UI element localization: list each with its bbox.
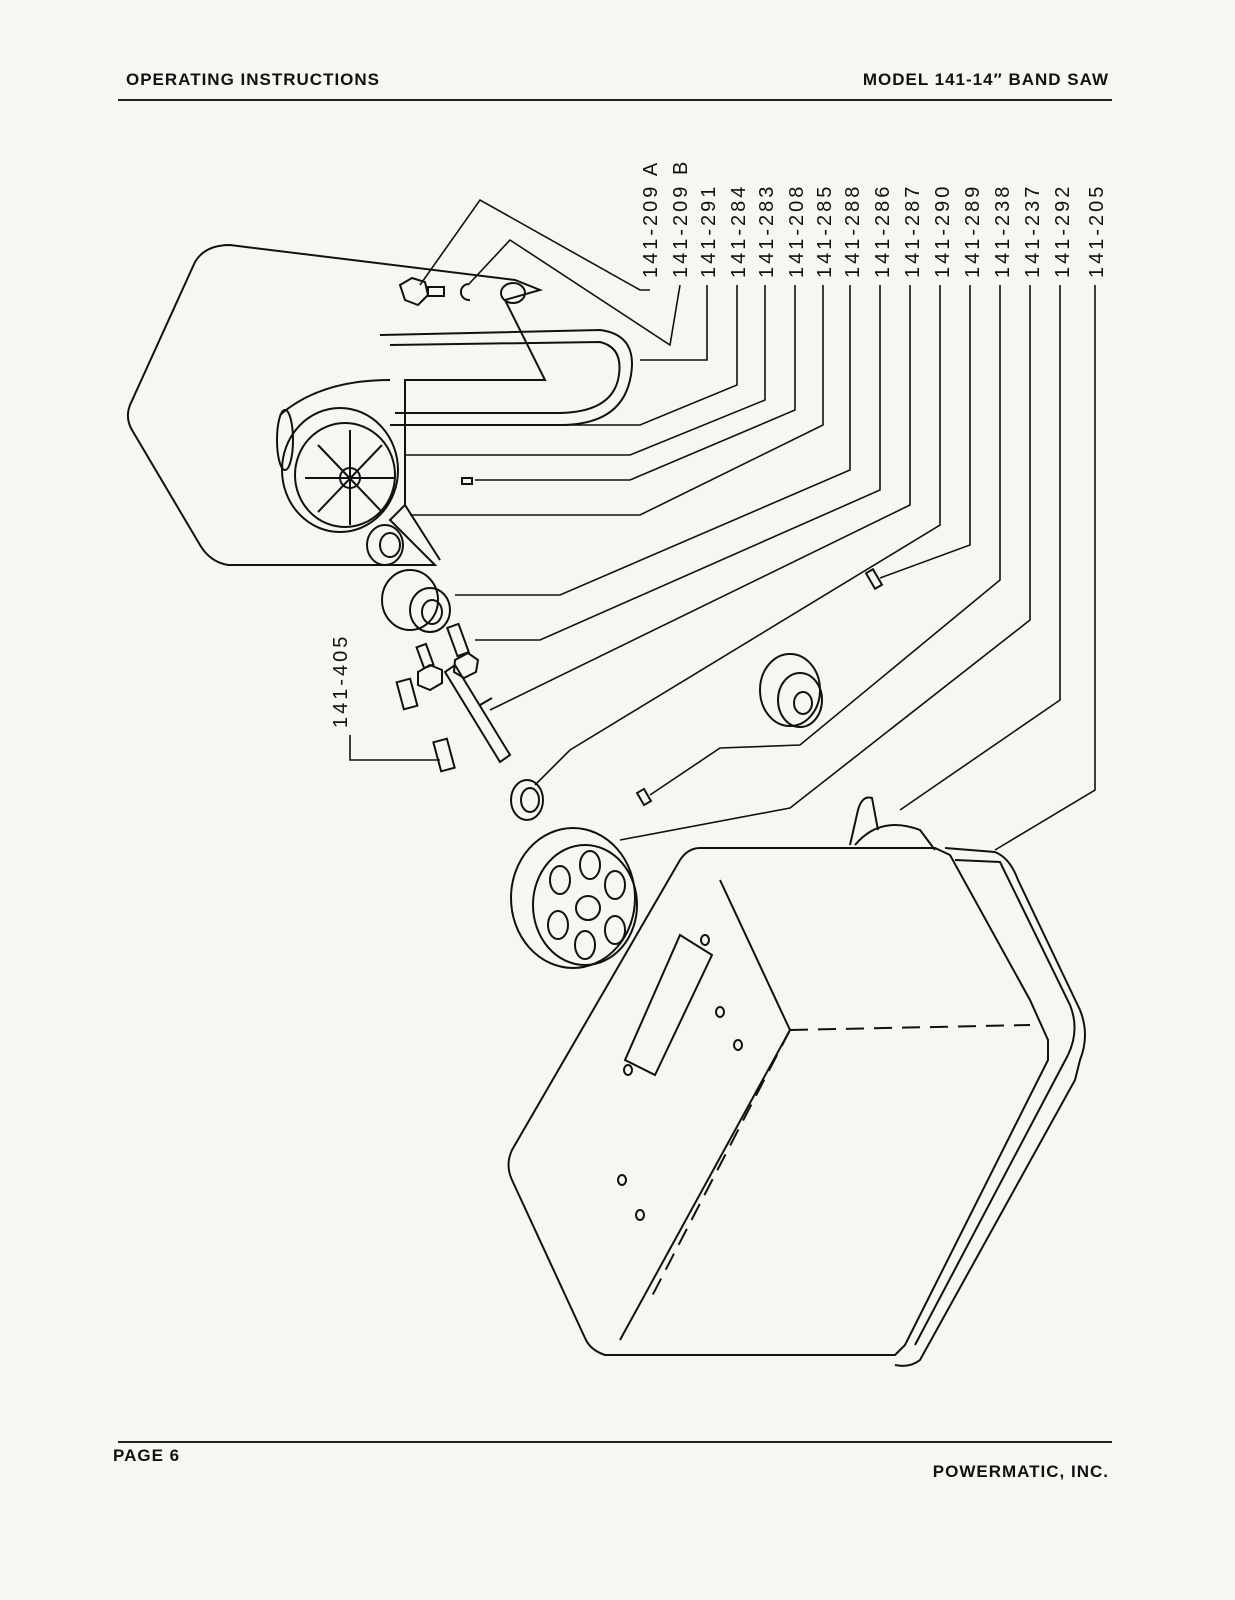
company-name: POWERMATIC, INC. <box>932 1462 1109 1481</box>
part-label: 141-237 <box>1022 183 1044 278</box>
large-pulley <box>510 827 638 969</box>
hex-nut <box>366 524 404 566</box>
small-pulley <box>759 653 823 728</box>
page-number: PAGE 6 <box>113 1446 181 1465</box>
guard-knob <box>398 276 526 307</box>
part-label: 141-285 <box>814 183 836 278</box>
motor-shaft <box>849 796 936 851</box>
lower-nut <box>510 779 544 821</box>
leader-lines <box>349 198 1096 851</box>
part-label: 141-283 <box>756 183 778 278</box>
key-1 <box>395 677 419 711</box>
part-label: 141-292 <box>1052 183 1074 278</box>
pulley-hub <box>381 569 451 633</box>
set-screw-3 <box>635 787 653 807</box>
part-label: 141-287 <box>902 183 924 278</box>
header-rule <box>118 99 1112 101</box>
motor-housing <box>507 847 1086 1367</box>
part-label: 141-290 <box>932 183 954 278</box>
header-left: OPERATING INSTRUCTIONS <box>126 70 381 89</box>
hex-bolts <box>415 622 480 692</box>
part-label: 141-205 <box>1086 183 1108 278</box>
part-label: 141-289 <box>962 183 984 278</box>
set-screw-2 <box>864 567 884 591</box>
footer-rule <box>118 1441 1112 1443</box>
side-part-label: 141-405 <box>330 633 352 728</box>
part-label: 141-208 <box>786 183 808 278</box>
part-label: 141-284 <box>728 183 750 278</box>
part-label: 141-209 A <box>640 159 662 278</box>
part-label: 141-288 <box>842 183 864 278</box>
header-right: MODEL 141-14″ BAND SAW <box>862 70 1109 89</box>
key-2 <box>432 737 456 773</box>
belt-guard <box>126 243 547 566</box>
motor-pulley <box>276 407 399 533</box>
part-label: 141-209 B <box>670 158 692 278</box>
part-label: 141-238 <box>992 183 1014 278</box>
part-label: 141-291 <box>698 183 720 278</box>
arbor-shaft <box>443 663 512 764</box>
set-screw <box>461 477 473 485</box>
drive-belt <box>379 328 633 426</box>
part-label: 141-286 <box>872 183 894 278</box>
